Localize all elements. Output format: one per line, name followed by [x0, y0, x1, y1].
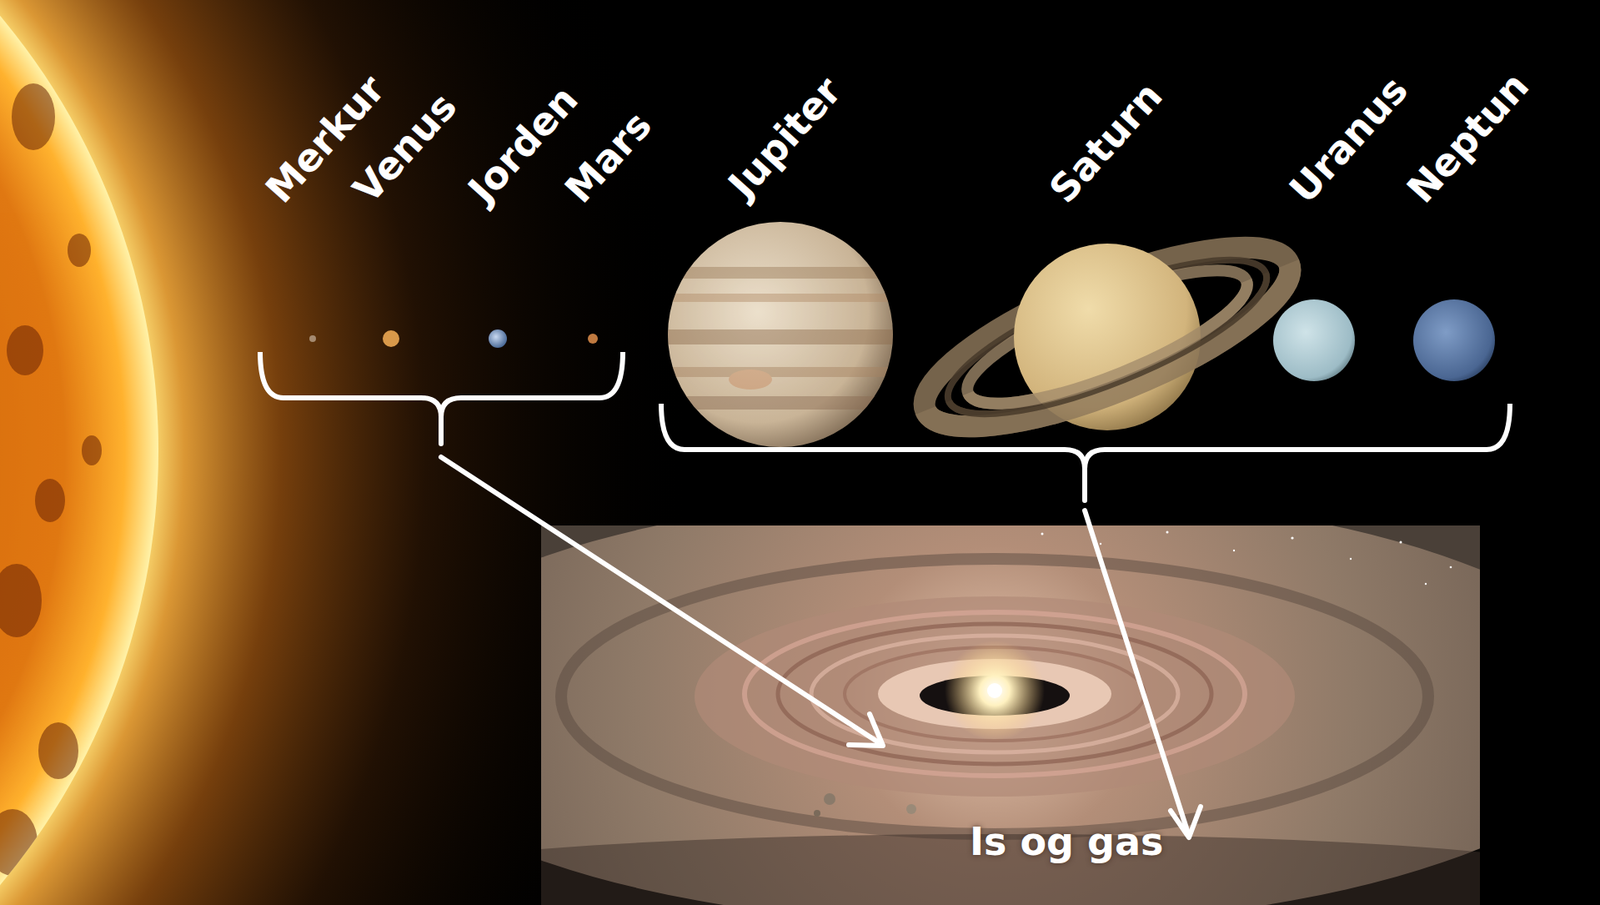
material-label: Is og gas: [969, 822, 1164, 861]
